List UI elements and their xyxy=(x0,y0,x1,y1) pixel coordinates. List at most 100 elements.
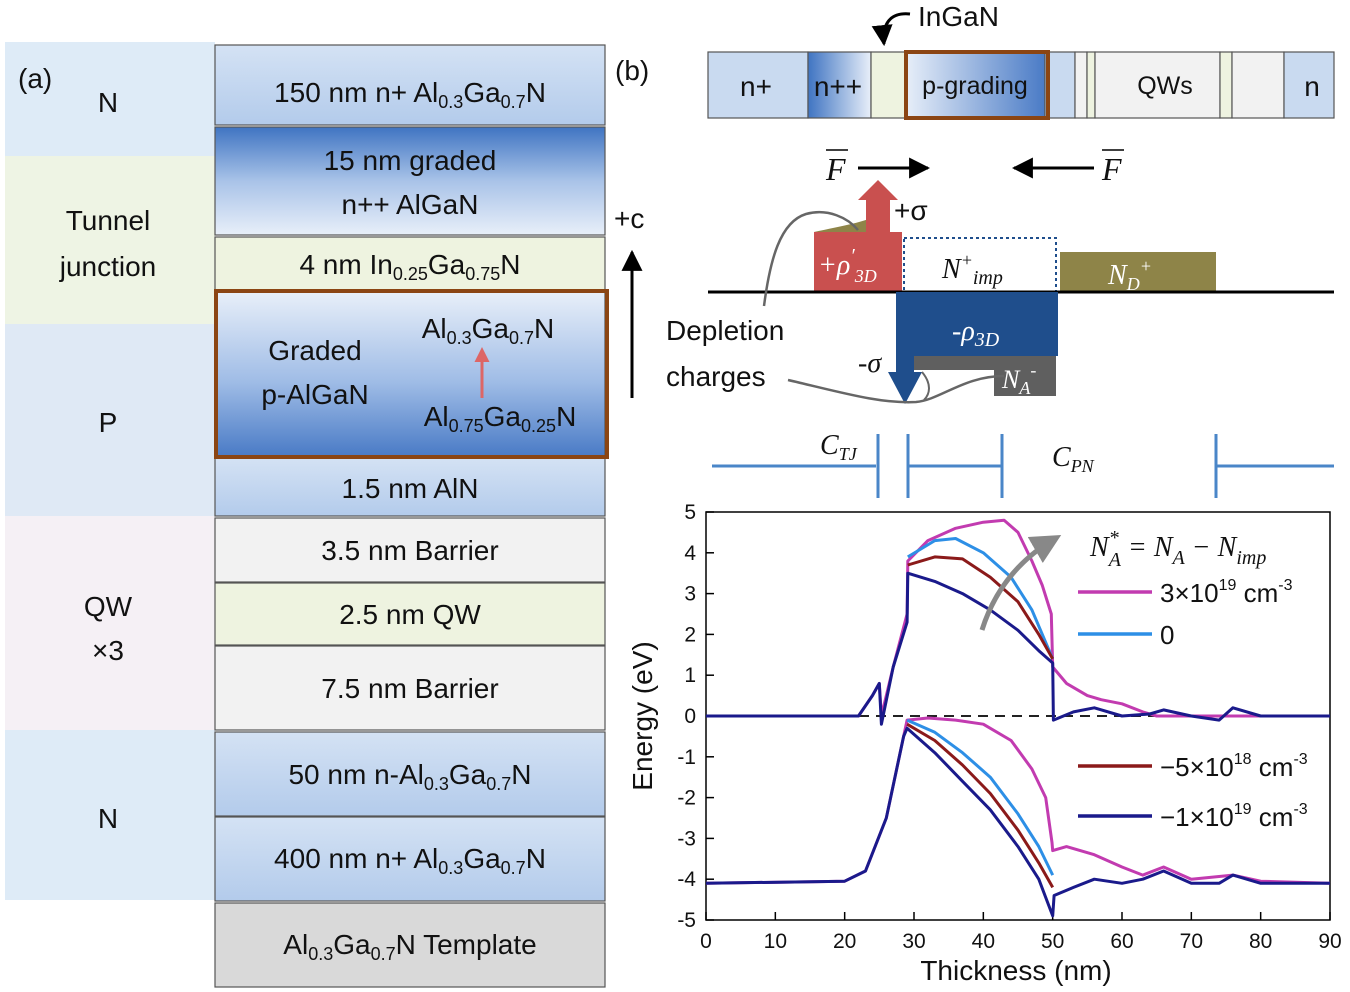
layer-template xyxy=(214,902,606,988)
strip-p-grading-label: p-grading xyxy=(922,72,1028,100)
region-qw-label-2: ×3 xyxy=(92,635,124,666)
strip-n-plus xyxy=(707,51,809,119)
series-1-valence-line xyxy=(906,718,1055,876)
strip-barrier-3 xyxy=(1231,51,1285,119)
nd-block xyxy=(1060,252,1216,292)
strip-p-grading-highlight xyxy=(904,50,1050,120)
depletion-region-top xyxy=(814,214,880,232)
ctj-label: CTJ xyxy=(820,430,858,464)
layer-graded-n-plus-plus xyxy=(214,126,606,236)
region-n-top-label: N xyxy=(98,87,118,118)
region-qw-bg xyxy=(5,516,215,730)
strip-qws xyxy=(1094,51,1221,119)
plus-sigma-arrowhead xyxy=(858,180,898,200)
nimp-box xyxy=(903,237,1057,293)
x-tick-label: 40 xyxy=(972,930,995,953)
x-tick-label: 70 xyxy=(1180,930,1203,953)
minus-sigma-arrowhead xyxy=(888,372,922,404)
x-tick-label: 10 xyxy=(764,930,787,953)
strip-n-plus-plus xyxy=(807,51,872,119)
strip-barrier-1 xyxy=(1074,51,1088,119)
na-thin-block xyxy=(914,356,994,370)
plus-sigma-bar xyxy=(866,196,890,292)
chart-y-axis-label: Energy (eV) xyxy=(627,641,658,790)
region-tj-bg xyxy=(5,156,215,324)
series-3-valence-line xyxy=(705,726,1330,918)
layer-6-text: 3.5 nm Barrier xyxy=(321,535,498,566)
strip-n-plus-plus-label: n++ xyxy=(814,71,862,102)
series-1-conduction-line xyxy=(907,537,1055,660)
panel-a-label: (a) xyxy=(18,63,52,94)
p-layer-highlight xyxy=(214,289,609,459)
layer-qw xyxy=(214,582,606,646)
legend-label-3: −1×1019 cm-3 xyxy=(1160,801,1308,832)
y-tick-label: 0 xyxy=(684,705,696,728)
chart-series xyxy=(705,518,1331,918)
layer-4-text-1: Graded xyxy=(268,335,361,366)
strip-ingan xyxy=(870,51,906,119)
y-tick-label: 5 xyxy=(684,501,696,524)
strip-n-label: n xyxy=(1304,71,1320,102)
x-tick-label: 50 xyxy=(1041,930,1064,953)
layer-barrier-1 xyxy=(214,517,606,583)
region-p-label: P xyxy=(99,407,118,438)
legend-label-0: 3×1019 cm-3 xyxy=(1160,577,1293,608)
ingan-callout-arrow xyxy=(871,12,911,47)
region-n-bot-bg xyxy=(5,730,215,900)
na-label: NA- xyxy=(1001,360,1036,398)
strip-n xyxy=(1283,51,1335,119)
chart-legend: 3×1019 cm-30−5×1018 cm-3−1×1019 cm-3 xyxy=(1078,577,1308,832)
series-3-conduction-line xyxy=(706,571,1330,726)
region-qw-label-1: QW xyxy=(84,591,133,622)
series-2-conduction-line xyxy=(907,555,1055,660)
plus-sigma-label: +σ xyxy=(894,195,928,226)
y-tick-label: -1 xyxy=(677,746,696,769)
minus-sigma-bar xyxy=(896,292,914,376)
strip-qw-3 xyxy=(1219,51,1233,119)
strip-qws-label: QWs xyxy=(1137,72,1193,100)
series-2-valence-line xyxy=(906,722,1055,889)
strip-n-plus-label: n+ xyxy=(740,71,772,102)
x-tick-label: 20 xyxy=(833,930,856,953)
layer-2-text-1: 15 nm graded xyxy=(324,145,497,176)
y-tick-label: 3 xyxy=(684,583,696,606)
region-tj-label-1: Tunnel xyxy=(66,205,151,236)
layer-3-text: 4 nm In0.25Ga0.75N xyxy=(299,249,520,284)
layer-4-top-composition: Al0.3Ga0.7N xyxy=(422,313,555,348)
strip-p-grading xyxy=(904,51,1046,119)
layer-barrier-2 xyxy=(214,645,606,731)
layer-8-text: 7.5 nm Barrier xyxy=(321,673,498,704)
depletion-callout-top xyxy=(762,211,859,307)
y-tick-label: -4 xyxy=(677,868,696,891)
layer-2-text-2: n++ AlGaN xyxy=(342,189,479,220)
depletion-callout-bottom xyxy=(787,374,1005,404)
layer-aln xyxy=(214,457,606,517)
legend-label-2: −5×1018 cm-3 xyxy=(1160,751,1308,782)
rho-minus-block xyxy=(904,292,1058,356)
field-f-left: F xyxy=(825,151,846,187)
y-tick-label: -3 xyxy=(677,827,696,850)
x-tick-label: 80 xyxy=(1249,930,1272,953)
y-tick-label: -2 xyxy=(677,787,696,810)
region-tj-label-2: junction xyxy=(59,251,157,282)
nimp-label: N+imp xyxy=(941,250,1003,289)
layer-4-bottom-composition: Al0.75Ga0.25N xyxy=(424,401,577,436)
panel-b-label: (b) xyxy=(615,55,649,86)
layer-150nm-n-plus xyxy=(214,44,606,126)
region-n-bot-label: N xyxy=(98,803,118,834)
x-tick-label: 30 xyxy=(902,930,925,953)
chart-x-axis-label: Thickness (nm) xyxy=(920,955,1111,986)
region-n-top-bg xyxy=(5,42,215,156)
strip-qw-1 xyxy=(1086,51,1096,119)
minus-sigma-label: -σ xyxy=(858,348,882,379)
depletion-callout-hook xyxy=(921,371,930,401)
layer-400nm-n-plus xyxy=(214,816,606,902)
layer-11-text: Al0.3Ga0.7N Template xyxy=(283,929,536,964)
region-p-bg xyxy=(5,324,215,516)
y-tick-label: 1 xyxy=(684,664,696,687)
field-f-right: F xyxy=(1101,151,1122,187)
